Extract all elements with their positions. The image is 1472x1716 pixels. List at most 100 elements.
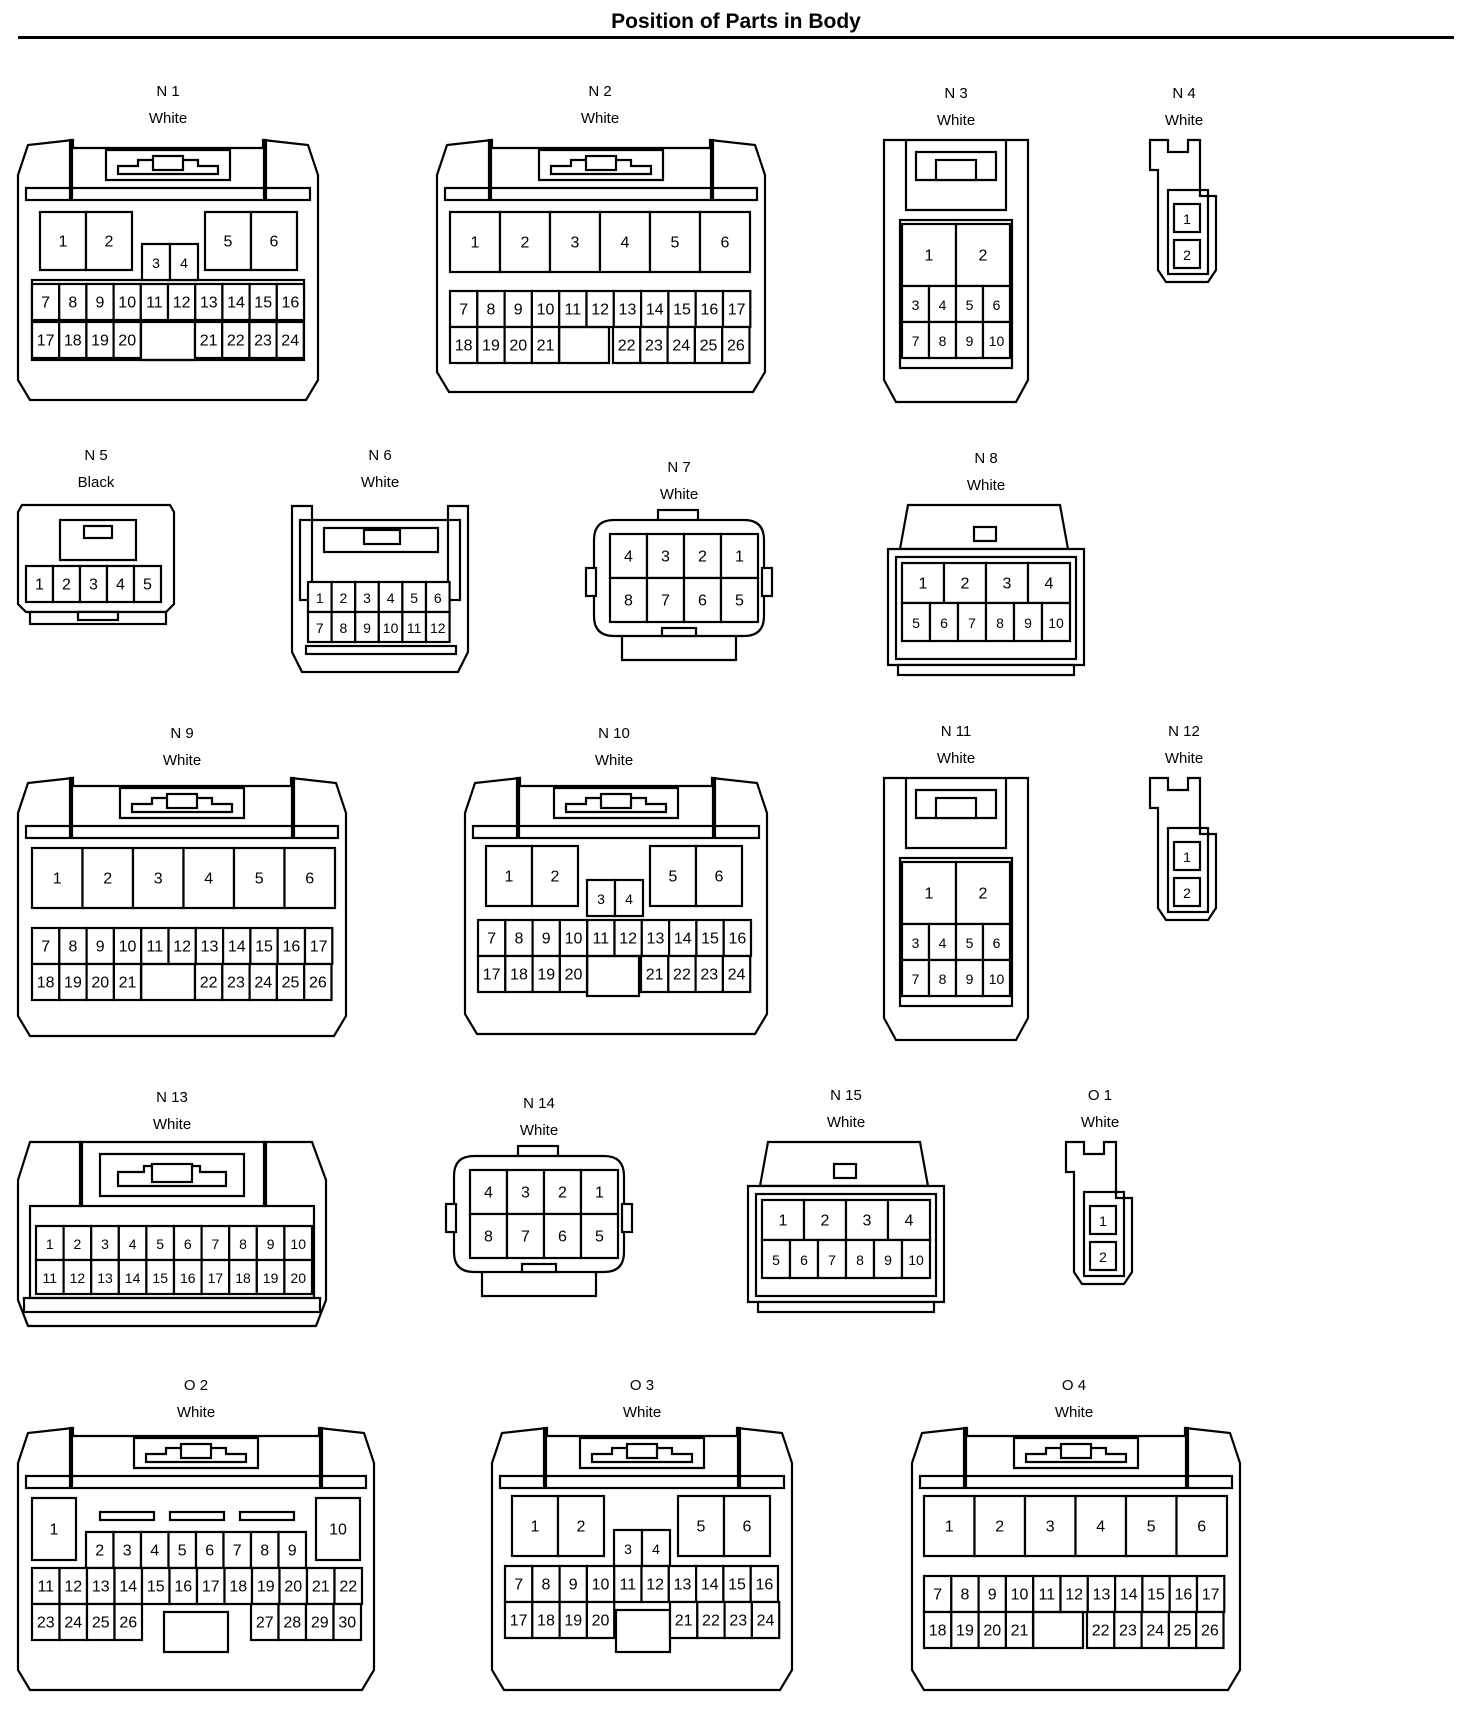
pin-number: 7: [912, 333, 920, 349]
pin-number: 1: [46, 1236, 54, 1252]
pin-number: 4: [1096, 1519, 1105, 1536]
pin-number: 4: [939, 935, 947, 951]
pin-number: 19: [64, 975, 82, 992]
pin-number: 19: [482, 338, 500, 355]
pin-number: 15: [147, 1579, 165, 1596]
pin-number: 17: [310, 939, 328, 956]
connector-color: White: [361, 474, 399, 491]
connector-color: White: [153, 1116, 191, 1133]
pin-number: 2: [74, 1236, 82, 1252]
pin-number: 25: [282, 975, 300, 992]
housing-part: [585, 954, 641, 998]
pin-number: 16: [728, 931, 746, 948]
housing-part: [24, 1474, 368, 1490]
pin-number: 2: [961, 576, 970, 593]
pin-number: 21: [200, 333, 218, 350]
pin-number: 16: [282, 295, 300, 312]
pin-number: 13: [200, 295, 218, 312]
pin-cell: [954, 222, 1012, 288]
housing-part: [151, 154, 185, 172]
pin-number: 4: [905, 1213, 914, 1230]
pin-number: 26: [309, 975, 327, 992]
pin-number: 1: [316, 590, 324, 606]
pin-number: 4: [1045, 576, 1054, 593]
pin-number: 3: [521, 1185, 530, 1202]
pin-number: 2: [95, 1543, 104, 1560]
pin-number: 9: [96, 295, 105, 312]
pin-number: 7: [41, 939, 50, 956]
pin-cell: [58, 926, 88, 966]
pin-number: 10: [329, 1522, 347, 1539]
pin-number: 23: [700, 967, 718, 984]
pin-cell: [30, 1602, 61, 1642]
pin-number: 21: [119, 975, 137, 992]
housing-part: [362, 528, 402, 546]
pin-number: 10: [119, 939, 137, 956]
pin-number: 6: [721, 235, 730, 252]
pin-number: 29: [311, 1615, 329, 1632]
pin-number: 16: [755, 1577, 773, 1594]
pin-number: 12: [1065, 1587, 1083, 1604]
pin-number: 18: [929, 1623, 947, 1640]
pin-number: 30: [338, 1615, 356, 1632]
pin-cell: [424, 610, 451, 644]
pin-number: 1: [1183, 211, 1191, 227]
pin-number: 22: [339, 1579, 357, 1596]
pin-number: 14: [125, 1270, 141, 1286]
housing-part: [1082, 1190, 1126, 1278]
housing-part: [68, 776, 74, 838]
pin-cell: [1172, 238, 1202, 270]
connector-code: N 13: [156, 1089, 188, 1106]
connector-code: O 1: [1088, 1087, 1112, 1104]
pin-cell: [305, 1566, 336, 1606]
pin-cell: [38, 210, 88, 272]
pin-cell: [90, 1258, 120, 1296]
pin-number: 22: [227, 333, 245, 350]
connector-color: White: [827, 1114, 865, 1131]
pin-number: 1: [925, 248, 934, 265]
pin-number: 7: [233, 1543, 242, 1560]
pin-number: 4: [387, 590, 395, 606]
pin-number: 10: [565, 931, 583, 948]
housing-part: [471, 824, 761, 840]
housing-part: [542, 1426, 548, 1488]
pin-number: 17: [37, 333, 55, 350]
pin-cell: [172, 1258, 203, 1296]
pin-number: 5: [255, 871, 264, 888]
connector-code: N 3: [944, 85, 967, 102]
pin-number: 17: [202, 1579, 220, 1596]
pin-number: 14: [227, 295, 245, 312]
connector-color: White: [149, 110, 187, 127]
pin-number: 10: [118, 295, 136, 312]
pin-cell: [476, 325, 506, 365]
pin-number: 7: [212, 1236, 220, 1252]
pin-number: 13: [97, 1270, 113, 1286]
pin-number: 8: [68, 939, 77, 956]
pin-number: 6: [270, 234, 279, 251]
pin-number: 4: [652, 1541, 660, 1557]
pin-number: 4: [204, 871, 213, 888]
housing-part: [584, 154, 618, 172]
connector-code: O 2: [184, 1377, 208, 1394]
connector-code: N 2: [588, 83, 611, 100]
pin-number: 2: [821, 1213, 830, 1230]
pin-number: 19: [537, 967, 555, 984]
pin-cell: [760, 1238, 792, 1280]
connector-color: White: [1055, 1404, 1093, 1421]
pin-number: 2: [551, 869, 560, 886]
housing-part: [760, 566, 774, 598]
connector-code: O 4: [1062, 1377, 1086, 1394]
pin-cell: [760, 1198, 806, 1242]
pin-cell: [950, 1574, 980, 1614]
housing-part: [754, 1192, 938, 1298]
connector-code: O 3: [630, 1377, 654, 1394]
pin-number: 4: [624, 549, 633, 566]
pin-number: 10: [1048, 615, 1064, 631]
housing-outline: [904, 140, 1008, 212]
pin-number: 18: [235, 1270, 251, 1286]
